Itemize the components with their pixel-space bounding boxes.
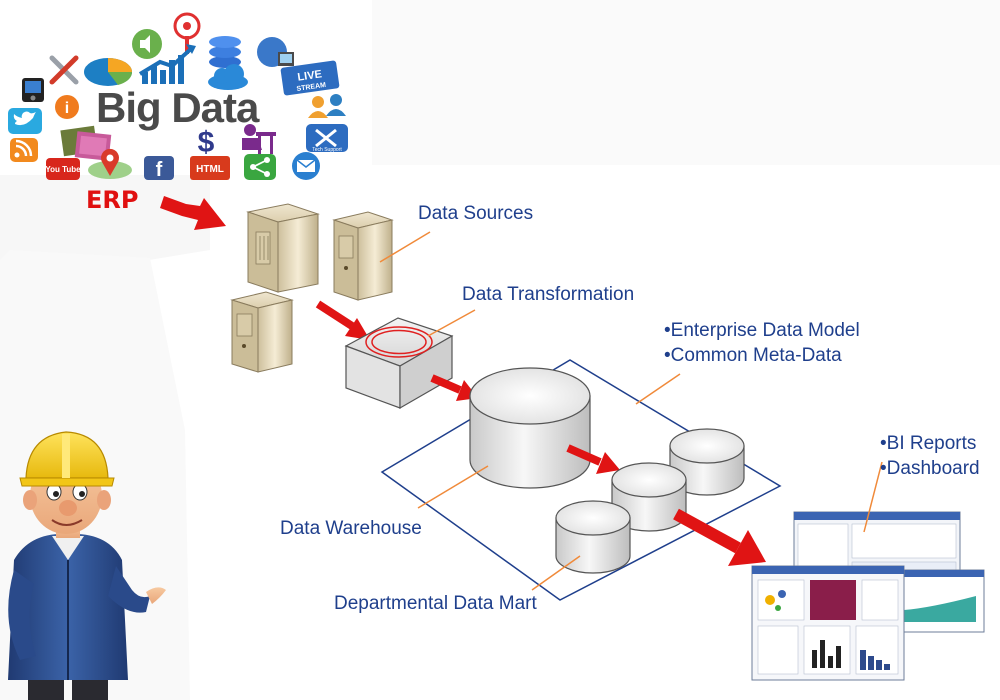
bi-report-screens: [751, 511, 985, 681]
server-tower-icon: [332, 211, 394, 301]
dollar-icon: $: [198, 126, 215, 159]
pie-chart-icon: [84, 58, 133, 86]
users-icon: [308, 94, 346, 118]
facebook-icon: f: [144, 156, 174, 181]
globe-icon: [257, 37, 294, 67]
data-warehouse-leader: [417, 465, 489, 509]
flow-arrow: [673, 508, 766, 566]
html-text: HTML: [196, 164, 224, 175]
facebook-glyph: f: [156, 159, 163, 181]
data-mart-leader: [531, 555, 581, 591]
rss-icon: [10, 138, 38, 162]
tools-icon: [49, 55, 79, 85]
youtube-text: You Tube: [45, 165, 81, 174]
departmental-data-mart-label: Departmental Data Mart: [334, 593, 537, 614]
cloud-icon: [208, 64, 248, 90]
info-glyph: i: [65, 100, 69, 117]
data-transformation-label: Data Transformation: [462, 284, 635, 305]
share-icon: [244, 154, 276, 180]
map-pin-icon: [88, 148, 132, 179]
mail-icon: [292, 152, 320, 180]
data-transformation-box: [344, 317, 454, 410]
common-meta-data-label: •Common Meta-Data: [664, 345, 842, 366]
report-window: [751, 565, 905, 681]
data-transformation-leader: [427, 309, 476, 337]
youtube-icon: You Tube: [45, 158, 81, 180]
bi-reports-label: •BI Reports: [880, 433, 977, 454]
server-tower-icon: [246, 203, 320, 293]
enterprise-model-leader: [635, 373, 681, 405]
data-warehouse-cylinder: [469, 367, 591, 489]
flow-arrow: [566, 444, 620, 474]
enterprise-data-model-label: •Enterprise Data Model: [664, 320, 860, 341]
dollar-glyph: $: [198, 126, 215, 159]
big-data-icon-cluster: LIVE STREAM i: [8, 12, 348, 181]
worker-character: [8, 431, 166, 700]
database-icon: [209, 36, 241, 68]
tech-support-text: Tech Support: [312, 147, 342, 153]
html-icon: HTML: [190, 156, 230, 180]
server-tower-icon: [230, 291, 294, 373]
music-player-icon: [22, 78, 44, 102]
data-source-servers: [230, 203, 394, 373]
data-sources-label: Data Sources: [418, 203, 534, 224]
erp-label: ERP: [86, 186, 139, 214]
growth-chart-icon: [138, 44, 196, 84]
stream-text: STREAM: [296, 82, 326, 93]
report-window: [897, 569, 985, 633]
desk-worker-icon: [242, 124, 276, 154]
twitter-icon: [8, 108, 42, 134]
tech-support-icon: Tech Support: [306, 124, 348, 153]
data-warehouse-label: Data Warehouse: [280, 518, 422, 539]
dashboard-label: •Dashboard: [880, 458, 980, 479]
info-icon: i: [55, 95, 79, 119]
data-sources-leader: [379, 231, 431, 263]
big-data-title: Big Data: [96, 84, 259, 131]
data-mart-cylinder: [555, 500, 631, 574]
live-stream-icon: LIVE STREAM: [280, 60, 340, 96]
live-text: LIVE: [297, 68, 323, 83]
erp-arrow: [160, 196, 226, 230]
photos-icon: [60, 125, 112, 161]
sound-icon: [132, 29, 162, 59]
flow-arrow: [315, 300, 370, 340]
bi-reports-leader: [863, 461, 883, 533]
